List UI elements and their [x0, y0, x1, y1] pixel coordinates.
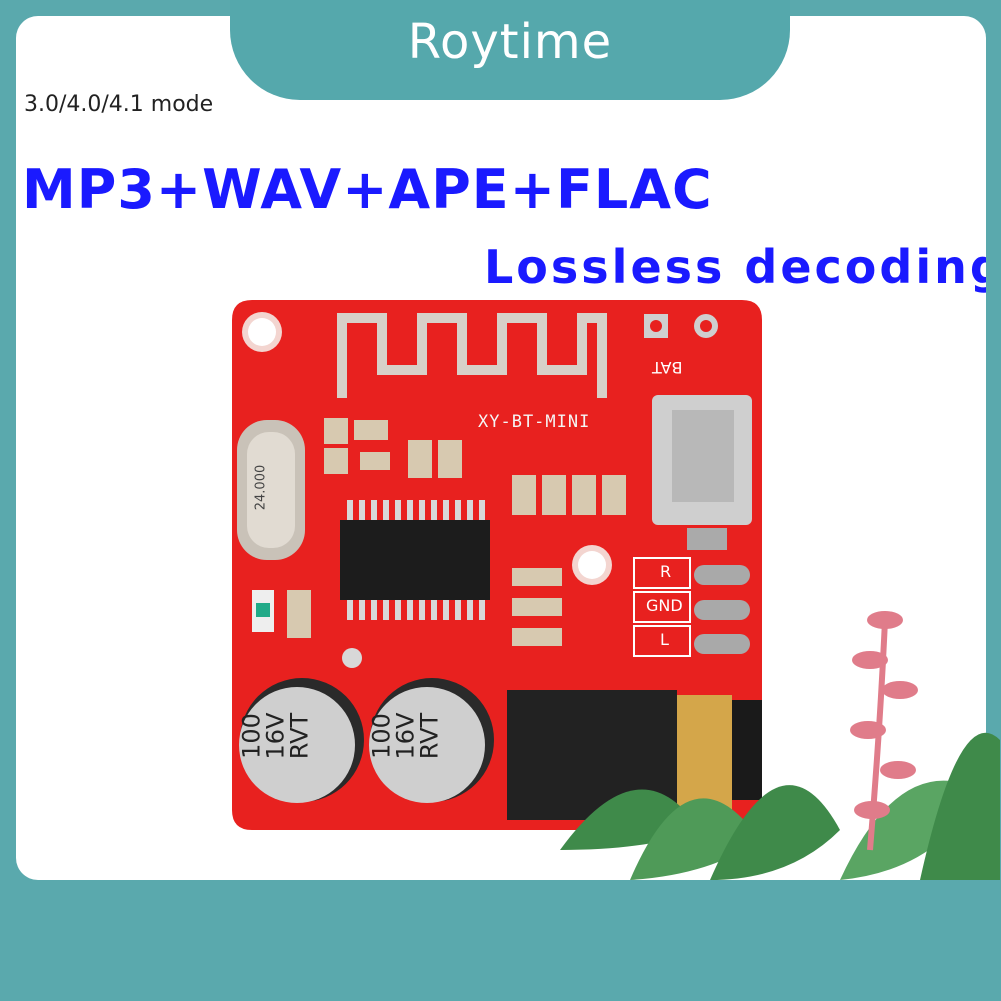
battery-label: BAT — [652, 358, 683, 377]
bluetooth-decoder-board — [232, 300, 762, 830]
pin-gnd-label: GND — [646, 596, 683, 615]
pin-r-label: R — [660, 562, 672, 581]
brand-banner — [230, 0, 790, 100]
brand-name: Roytime — [407, 14, 613, 70]
bluetooth-mode-text: 3.0/4.0/4.1 mode — [24, 92, 214, 117]
board-model-label: XY-BT-MINI — [478, 412, 591, 432]
capacitor-right-label: 100 16V RVT — [367, 712, 444, 760]
pin-l-label: L — [660, 630, 669, 649]
audio-formats-heading: MP3+WAV+APE+FLAC — [22, 158, 713, 221]
capacitor-left-label: 100 16V RVT — [237, 712, 314, 760]
crystal-label: 24.000 — [253, 464, 269, 511]
decorative-plant — [560, 611, 1000, 880]
lossless-decoding-heading: Lossless decoding — [484, 240, 986, 294]
